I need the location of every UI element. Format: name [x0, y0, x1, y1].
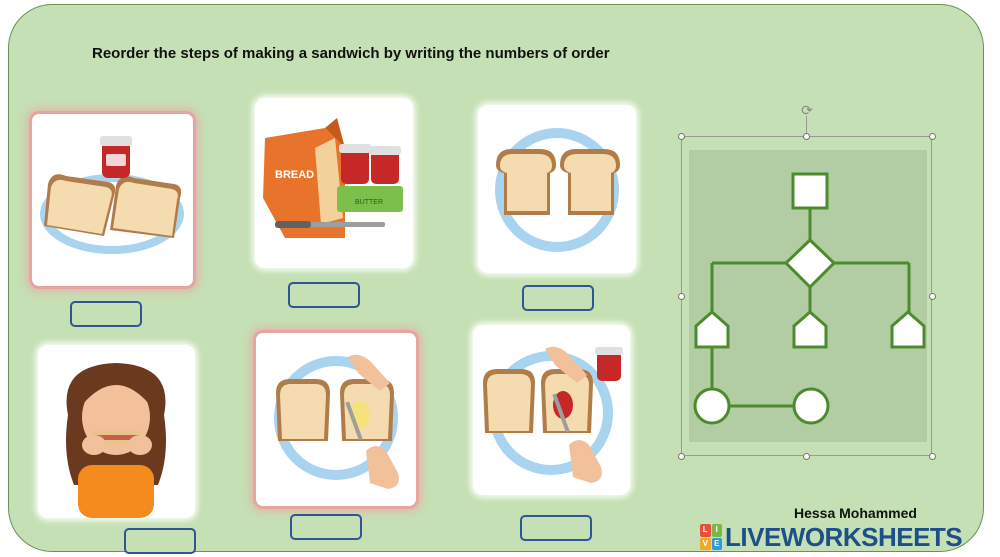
card-bread-on-plate — [478, 105, 636, 273]
rotate-handle-icon[interactable]: ⟳ — [801, 102, 813, 118]
resize-handle-top-right[interactable] — [929, 133, 936, 140]
rotation-stem — [806, 116, 807, 136]
flowchart-pentagon-left — [694, 310, 730, 349]
card-spreading-butter — [253, 330, 419, 509]
flowchart-process-box — [791, 172, 829, 210]
resize-handle-bottom-left[interactable] — [678, 453, 685, 460]
ingredients-picture: BREAD BUTTER — [263, 118, 403, 238]
spreading-jam-picture — [483, 346, 623, 483]
resize-handle-right[interactable] — [929, 293, 936, 300]
logo-letter-l: L — [700, 524, 711, 537]
liveworksheets-logo[interactable]: L I V E LIVEWORKSHEETS — [700, 521, 963, 552]
butter-tub-label: BUTTER — [355, 199, 383, 206]
answer-box-5[interactable] — [290, 514, 362, 540]
answer-box-2[interactable] — [288, 282, 360, 308]
resize-handle-top[interactable] — [803, 133, 810, 140]
resize-handle-bottom[interactable] — [803, 453, 810, 460]
resize-handle-bottom-right[interactable] — [929, 453, 936, 460]
jam-sandwich-plate-picture — [40, 136, 184, 254]
answer-box-1[interactable] — [70, 301, 142, 327]
bread-on-plate-picture — [495, 128, 620, 252]
card-jam-sandwich-plate — [29, 111, 196, 289]
card-girl-eating — [38, 345, 195, 518]
liveworksheets-logo-icon: L I V E — [700, 524, 722, 550]
flowchart-circle-left — [693, 387, 731, 425]
author-name: Hessa Mohammed — [794, 505, 917, 521]
flowchart-pentagon-middle — [792, 310, 828, 349]
bread-bag-label: BREAD — [275, 169, 314, 181]
resize-handle-top-left[interactable] — [678, 133, 685, 140]
instruction-text: Reorder the steps of making a sandwich b… — [92, 45, 610, 62]
liveworksheets-wordmark: LIVEWORKSHEETS — [725, 521, 963, 552]
logo-letter-i: I — [711, 524, 722, 537]
flowchart-decision-diamond — [783, 237, 837, 290]
spreading-butter-picture — [274, 354, 399, 489]
logo-letter-e: E — [711, 537, 722, 550]
flowchart-diagram[interactable] — [681, 136, 932, 456]
answer-box-6[interactable] — [520, 515, 592, 541]
card-ingredients: BREAD BUTTER — [255, 98, 413, 268]
card-spreading-jam — [473, 325, 630, 495]
answer-box-3[interactable] — [522, 285, 594, 311]
resize-handle-left[interactable] — [678, 293, 685, 300]
flowchart-pentagon-right — [890, 310, 926, 349]
flowchart-circle-right — [792, 387, 830, 425]
answer-box-4[interactable] — [124, 528, 196, 554]
girl-eating-picture — [66, 363, 166, 518]
logo-letter-v: V — [700, 537, 711, 550]
